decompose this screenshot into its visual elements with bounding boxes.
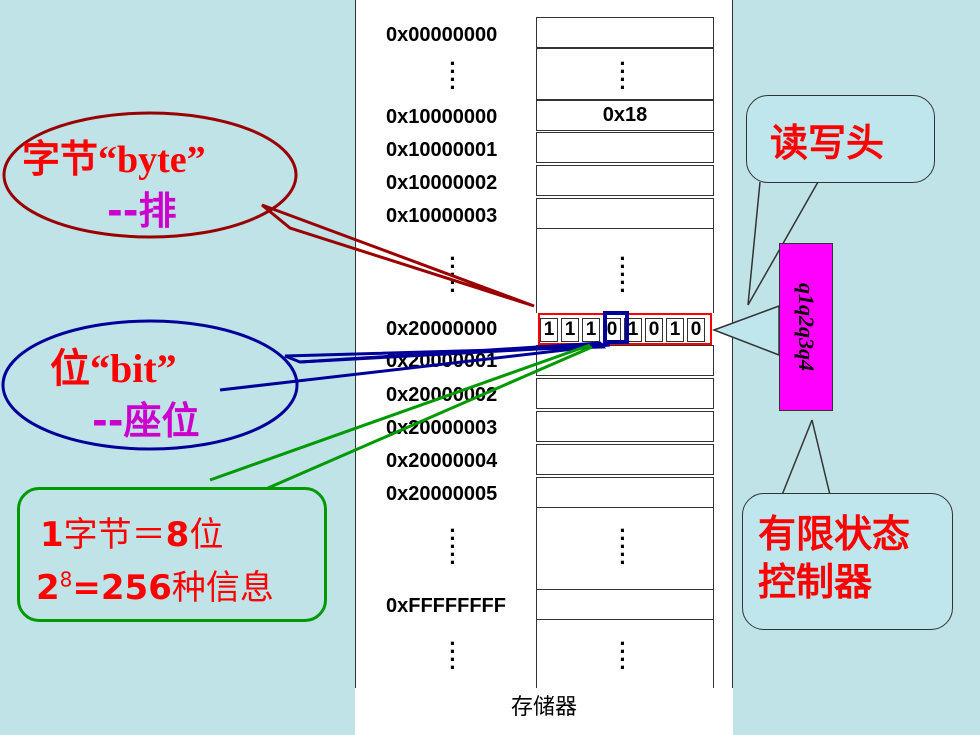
- memory-cell: [536, 17, 714, 48]
- address-label: 0xFFFFFFFF: [386, 595, 506, 617]
- memory-cell: [536, 132, 714, 163]
- address-label: 0x20000005: [386, 483, 498, 505]
- rw-head-label: 读写头: [770, 121, 885, 165]
- address-label: 0x20000000: [386, 318, 498, 340]
- memory-cell: [536, 378, 714, 409]
- memory-gap: [536, 620, 714, 688]
- bit-title: 位“bit”: [50, 346, 177, 391]
- bit-cell: 1: [666, 318, 684, 342]
- fsm-label: 有限状态 控制器: [758, 510, 910, 606]
- bit-cell: 0: [645, 318, 663, 342]
- fsm-callout: [742, 493, 953, 630]
- address-label: 0x10000003: [386, 205, 498, 227]
- memory-cell: 0x18: [536, 100, 714, 131]
- info-line-2: 28=256种信息: [36, 567, 274, 608]
- ellipsis: ····: [449, 51, 457, 100]
- byte-title: 字节“byte”: [22, 139, 206, 181]
- memory-gap: [536, 508, 714, 589]
- memory-cell: [536, 589, 714, 620]
- address-label: 0x10000002: [386, 172, 498, 194]
- fsm-states: q1q2q3q4: [794, 283, 819, 371]
- address-label: 0x00000000: [386, 24, 498, 46]
- address-label: 0x20000002: [386, 384, 498, 406]
- memory-gap: [536, 229, 714, 313]
- ellipsis: ·····: [619, 518, 627, 575]
- memory-cell: [536, 165, 714, 196]
- address-label: 0x10000000: [386, 106, 498, 128]
- fsm-label-line-2: 控制器: [758, 560, 873, 604]
- memory-cell: [536, 411, 714, 442]
- memory-cell: [536, 48, 714, 100]
- memory-cell: [536, 198, 714, 229]
- info-box: [17, 487, 327, 622]
- fsm-state-text-wrap: q1q2q3q4: [779, 243, 833, 411]
- ellipsis: ····: [449, 631, 457, 680]
- fsm-label-line-1: 有限状态: [758, 512, 911, 556]
- bit-cell: 1: [540, 318, 558, 342]
- memory-cell: [536, 345, 714, 376]
- bit-cell: 1: [561, 318, 579, 342]
- ellipsis: ·····: [619, 246, 627, 303]
- address-label: 0x20000003: [386, 417, 498, 439]
- rw-head-callout: [746, 95, 935, 183]
- bit-cell: 1: [582, 318, 600, 342]
- ellipsis: ·····: [449, 246, 457, 303]
- address-label: 0x20000001: [386, 350, 498, 372]
- ellipsis: ····: [619, 51, 627, 100]
- memory-caption: 存储器: [355, 688, 733, 735]
- info-line-1: 1字节＝8位: [40, 515, 224, 555]
- address-label: 0x20000004: [386, 450, 498, 472]
- address-label: 0x10000001: [386, 139, 498, 161]
- bit-subtitle: --座位: [92, 399, 200, 443]
- memory-cell: [536, 477, 714, 508]
- memory-cell: [536, 444, 714, 475]
- byte-subtitle: --排: [107, 189, 177, 233]
- ellipsis: ····: [619, 631, 627, 680]
- bit-highlight: [603, 311, 629, 344]
- ellipsis: ·····: [449, 518, 457, 575]
- byte-bubble: [2, 111, 298, 239]
- bit-cell: 0: [687, 318, 705, 342]
